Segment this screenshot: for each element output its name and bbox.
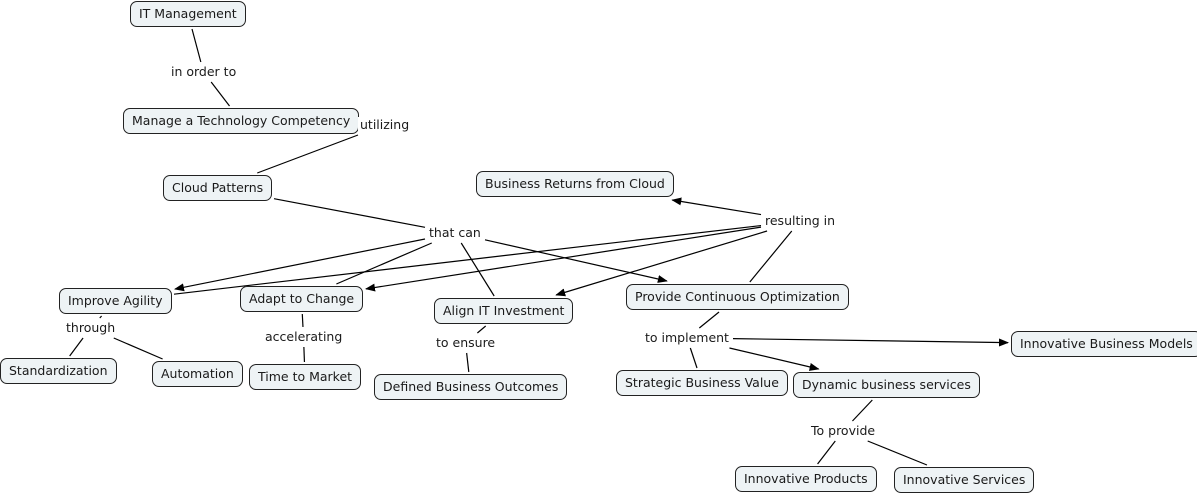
- concept-standardization[interactable]: Standardization: [0, 358, 117, 384]
- concept-it-management[interactable]: IT Management: [130, 1, 246, 27]
- link-resulting-in[interactable]: resulting in: [763, 213, 838, 229]
- concept-automation[interactable]: Automation: [152, 361, 243, 387]
- link-that-can[interactable]: that can: [427, 225, 483, 241]
- concept-dynamic-business-services[interactable]: Dynamic business services: [793, 372, 980, 398]
- connector-in-order-to-to-manage-tech: [210, 81, 230, 107]
- connector-accelerating-to-time-market: [303, 346, 306, 363]
- concept-innovative-business-models[interactable]: Innovative Business Models: [1011, 331, 1197, 357]
- link-to-ensure[interactable]: to ensure: [434, 335, 498, 351]
- connector-that-can-to-improve-agility: [174, 238, 426, 292]
- concept-time-to-market[interactable]: Time to Market: [249, 364, 362, 390]
- connector-to-provide-to-innov-products: [817, 440, 836, 465]
- connector-that-can-to-provide-opt: [484, 239, 668, 283]
- connector-resulting-in-to-business-returns: [671, 197, 762, 216]
- connector-adapt-change-to-accelerating: [301, 313, 304, 328]
- link-in-order-to[interactable]: in order to: [169, 64, 239, 80]
- link-utilizing[interactable]: utilizing: [358, 117, 412, 133]
- connector-provide-opt-to-resulting-in: [749, 230, 793, 283]
- concept-manage-technology-competency[interactable]: Manage a Technology Competency: [123, 108, 360, 134]
- concept-defined-business-outcomes[interactable]: Defined Business Outcomes: [374, 374, 568, 400]
- concept-cloud-patterns[interactable]: Cloud Patterns: [163, 175, 273, 201]
- concept-provide-continuous-optimization[interactable]: Provide Continuous Optimization: [626, 284, 849, 310]
- connector-align-it-to-that-can: [460, 242, 495, 297]
- connector-resulting-in-to-align-it: [555, 230, 768, 297]
- concept-business-returns-from-cloud[interactable]: Business Returns from Cloud: [476, 171, 674, 197]
- connector-utilizing-to-cloud-patterns: [257, 134, 359, 174]
- concept-strategic-business-value[interactable]: Strategic Business Value: [616, 370, 788, 396]
- connector-to-implement-to-strategic-value: [689, 347, 698, 369]
- connector-to-provide-to-innov-services: [867, 440, 928, 466]
- connector-improve-agility-to-resulting-in: [173, 224, 762, 295]
- link-accelerating[interactable]: accelerating: [263, 329, 345, 345]
- connector-resulting-in-to-adapt-change: [365, 226, 762, 292]
- connector-to-implement-to-dynamic-services: [729, 347, 820, 371]
- concept-innovative-products[interactable]: Innovative Products: [735, 466, 877, 492]
- connector-dynamic-services-to-to-provide: [852, 399, 873, 422]
- connector-to-ensure-to-defined-outcomes: [466, 352, 470, 373]
- link-through[interactable]: through: [64, 320, 118, 336]
- connector-through-to-standardization: [69, 337, 84, 357]
- concept-adapt-to-change[interactable]: Adapt to Change: [240, 286, 364, 312]
- connector-it-management-to-in-order-to: [191, 28, 202, 63]
- concept-improve-agility[interactable]: Improve Agility: [59, 288, 172, 314]
- link-to-implement[interactable]: to implement: [643, 330, 731, 346]
- connector-align-it-to-to-ensure: [476, 325, 487, 334]
- concept-innovative-services[interactable]: Innovative Services: [894, 467, 1035, 493]
- connector-improve-agility-to-through: [99, 315, 103, 319]
- connector-provide-opt-to-to-implement: [698, 311, 720, 329]
- connector-adapt-change-to-that-can: [336, 242, 432, 285]
- connector-to-implement-to-innov-models: [732, 338, 1009, 347]
- link-to-provide[interactable]: To provide: [809, 423, 878, 439]
- concept-align-it-investment[interactable]: Align IT Investment: [434, 298, 574, 324]
- connector-cloud-patterns-to-that-can: [273, 198, 426, 228]
- connector-through-to-automation: [113, 337, 163, 360]
